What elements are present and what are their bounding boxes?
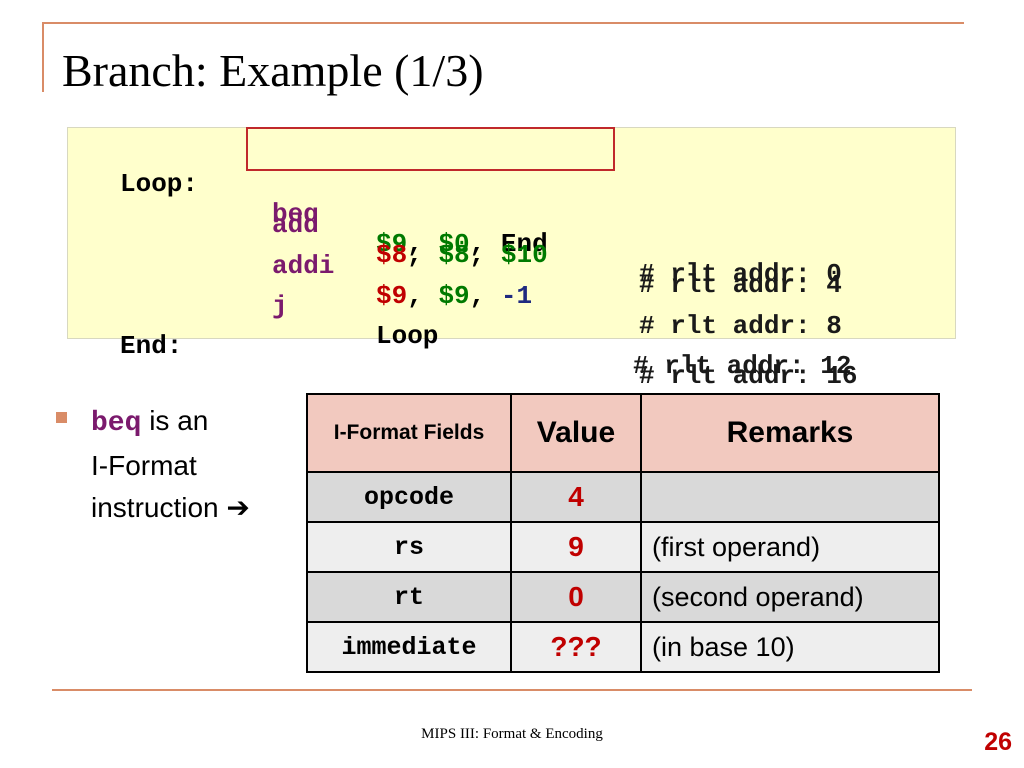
code-line-1: Loop: beq $9, $0, End # rlt addr: 0 (68, 139, 842, 319)
code-sep: , (469, 240, 501, 270)
code-reg: $9 (376, 229, 408, 259)
code-label-ref: Loop (376, 321, 439, 351)
code-immediate: -1 (500, 281, 533, 311)
bullet-line-1: is an (141, 405, 209, 436)
bullet-line-3: instruction (91, 492, 227, 523)
bullet-line-2: I-Format (91, 450, 197, 481)
table-header-row: I-Format Fields Value Remarks (306, 393, 940, 473)
page-number: 26 (984, 728, 1012, 756)
code-args: $9, $0, End (376, 229, 548, 259)
code-args: Loop (376, 321, 438, 351)
code-block: Loop: beq $9, $0, End # rlt addr: 0 add … (67, 127, 956, 391)
code-reg: $9 (438, 281, 470, 311)
highlight-box (246, 127, 615, 171)
remark-cell: (second operand) (640, 571, 940, 623)
code-line-4: j Loop # rlt addr: 12 (68, 261, 851, 411)
header-fields: I-Format Fields (306, 393, 512, 473)
code-op: j (272, 291, 288, 321)
right-arrow-icon: ➔ (226, 491, 250, 524)
code-sep: , (407, 229, 439, 259)
top-rule (42, 22, 964, 24)
table-row: rs 9 (first operand) (306, 521, 940, 573)
code-line-2: add $8, $8, $10 # rlt addr: 4 (68, 180, 842, 330)
code-line-5: End: # rlt addr: 16 (68, 301, 857, 421)
code-label-loop: Loop: (120, 169, 199, 199)
footer-text: MIPS III: Format & Encoding (421, 726, 603, 742)
value-cell: 9 (510, 521, 642, 573)
code-label-ref: End (500, 229, 548, 259)
header-value: Value (510, 393, 642, 473)
code-comment: # rlt addr: 12 (633, 351, 852, 381)
code-sep: , (407, 240, 439, 270)
bullet-marker (56, 412, 67, 423)
value-cell: 0 (510, 571, 642, 623)
code-op: addi (272, 251, 335, 281)
code-sep: , (469, 229, 501, 259)
bottom-rule (52, 689, 972, 691)
code-sep: , (407, 281, 439, 311)
remark-cell: (first operand) (640, 521, 940, 573)
left-rule (42, 22, 44, 92)
value-cell: ??? (510, 621, 642, 673)
code-op: beq (272, 199, 319, 229)
code-args: $9, $9, -1 (376, 281, 532, 311)
code-comment: # rlt addr: 8 (639, 311, 842, 341)
code-comment: # rlt addr: 0 (639, 259, 842, 289)
code-reg: $9 (376, 281, 408, 311)
format-table: I-Format Fields Value Remarks opcode 4 r… (306, 393, 940, 673)
header-remarks: Remarks (640, 393, 940, 473)
code-reg: $8 (376, 240, 408, 270)
code-sep: , (469, 281, 501, 311)
field-cell: immediate (306, 621, 512, 673)
code-reg: $0 (438, 229, 470, 259)
bullet-keyword: beq (91, 408, 142, 439)
code-label-end: End: (120, 331, 183, 361)
code-op: add (272, 210, 319, 240)
field-cell: rt (306, 571, 512, 623)
table-row: rt 0 (second operand) (306, 571, 940, 623)
code-args: $8, $8, $10 (376, 240, 548, 270)
value-cell: 4 (510, 471, 642, 523)
field-cell: rs (306, 521, 512, 573)
code-line-3: addi $9, $9, -1 # rlt addr: 8 (68, 221, 842, 371)
code-reg: $8 (438, 240, 470, 270)
code-reg: $10 (500, 240, 548, 270)
remark-cell (640, 471, 940, 523)
code-comment: # rlt addr: 4 (639, 270, 842, 300)
table-row: opcode 4 (306, 471, 940, 523)
table-row: immediate ??? (in base 10) (306, 621, 940, 673)
bullet-text: beq is an I-Format instruction ➔ (91, 400, 311, 529)
field-cell: opcode (306, 471, 512, 523)
remark-cell: (in base 10) (640, 621, 940, 673)
code-comment: # rlt addr: 16 (639, 361, 858, 391)
slide-title: Branch: Example (1/3) (62, 45, 484, 96)
